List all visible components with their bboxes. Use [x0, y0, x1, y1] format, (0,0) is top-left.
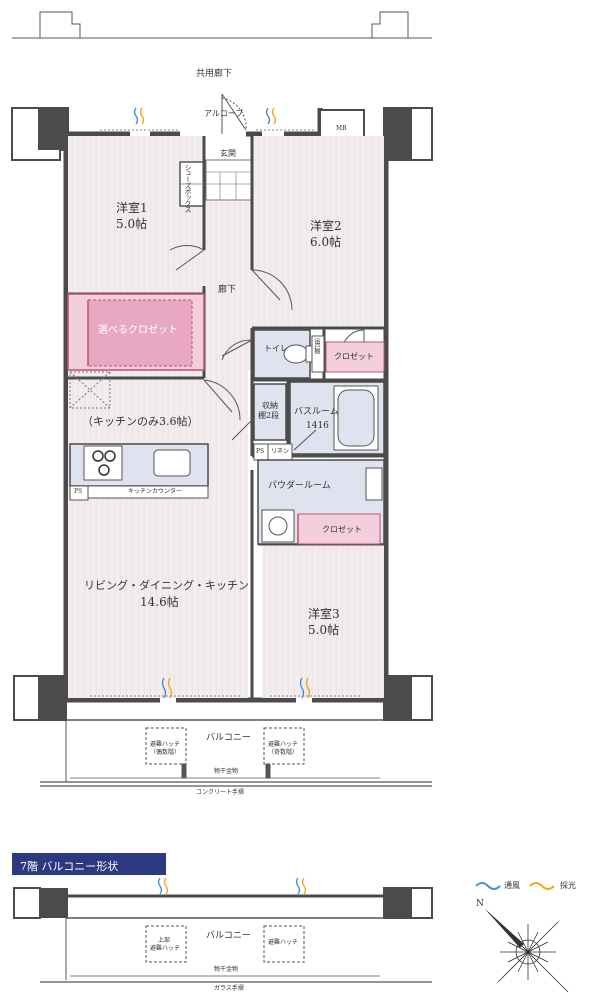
closet-a-area	[325, 341, 385, 373]
entrance-label: 玄関	[220, 149, 236, 158]
kitchen-only-label: （キッチンのみ3.6帖）	[82, 415, 199, 428]
room1-size: 5.0帖	[116, 217, 148, 231]
ps-bottom-label: PS	[74, 488, 83, 495]
hatch2-label: 避難ハッチ	[268, 939, 299, 946]
toilet-room	[253, 329, 325, 379]
powder-room-area	[257, 459, 385, 545]
neighbor-walls-top	[12, 11, 432, 39]
hanging-shelf-label: 吊戸棚	[313, 338, 320, 353]
room3-size: 5.0帖	[308, 623, 340, 637]
storage-label: 収納	[262, 401, 278, 410]
hatch-odd-line1: 避難ハッチ	[268, 741, 299, 748]
closet-a-label: クロゼット	[334, 352, 374, 361]
selectable-closet-label: 選べるクロゼット	[98, 325, 178, 336]
hatch-odd-line2: （奇数階）	[268, 749, 299, 756]
ldk-name: リビング・ダイニング・キッチン	[84, 579, 249, 592]
balcony-structure	[40, 719, 432, 787]
upper-hatch-line2: 避難ハッチ	[150, 945, 181, 952]
ldk-size: 14.6帖	[140, 595, 179, 609]
window-marks	[90, 129, 360, 697]
room2-size: 6.0帖	[310, 235, 342, 249]
floor7-balcony-banner: 7階 バルコニー形状	[12, 853, 166, 875]
hatch-even-line2: （偶数階）	[150, 749, 181, 756]
upper-hatch-line1: 上部	[158, 937, 171, 944]
balcony2-label: バルコニー	[206, 931, 251, 941]
ps-top-label: PS	[256, 448, 265, 455]
fridge-space	[69, 371, 111, 409]
shoe-box-label: シューズボックス	[184, 164, 192, 212]
mb-label: MB	[336, 125, 347, 132]
legend-wind-line	[475, 882, 501, 890]
compass-n-label: N	[476, 899, 484, 909]
legend-light-label: 採光	[560, 881, 576, 890]
concrete-rail-label: コンクリート手摺	[196, 789, 245, 796]
common-corridor-label: 共用廊下	[196, 69, 233, 79]
drying-rack2-label: 物干金物	[214, 966, 239, 973]
hatch-even-line1: 避難ハッチ	[150, 741, 181, 748]
room1-name: 洋室1	[116, 201, 148, 215]
toilet-label: トイレ	[264, 344, 288, 353]
hallway-label: 廊下	[218, 285, 237, 295]
balcony-label: バルコニー	[206, 733, 251, 743]
kitchen-counter-label: キッチンカウンター	[128, 488, 183, 495]
floor7-balcony	[13, 877, 433, 983]
alcove-label: アルコーブ	[204, 109, 244, 118]
powder-room-label: パウダールーム	[268, 481, 331, 491]
kitchen-counter-area	[69, 443, 209, 501]
bathroom-label: バスルーム	[294, 407, 339, 417]
compass-rose	[484, 908, 569, 993]
room-floors	[68, 136, 384, 698]
room3-name: 洋室3	[308, 607, 340, 621]
storage-shelf-label: 棚2段	[258, 411, 280, 420]
storage-area	[253, 383, 287, 441]
glass-rail-label: ガラス手摺	[214, 985, 244, 992]
bathroom-area	[289, 381, 385, 457]
legend-light-line	[529, 882, 555, 890]
bathroom-size: 1416	[306, 421, 329, 431]
room2-name: 洋室2	[310, 219, 342, 233]
selectable-closet-area	[67, 293, 205, 371]
ventilation-markers	[133, 107, 311, 699]
closet-b-label: クロゼット	[322, 525, 362, 534]
linen-label: リネン	[271, 448, 290, 455]
drying-rack-label: 物干金物	[214, 768, 239, 775]
legend-ventilation-label: 通風	[504, 881, 520, 890]
